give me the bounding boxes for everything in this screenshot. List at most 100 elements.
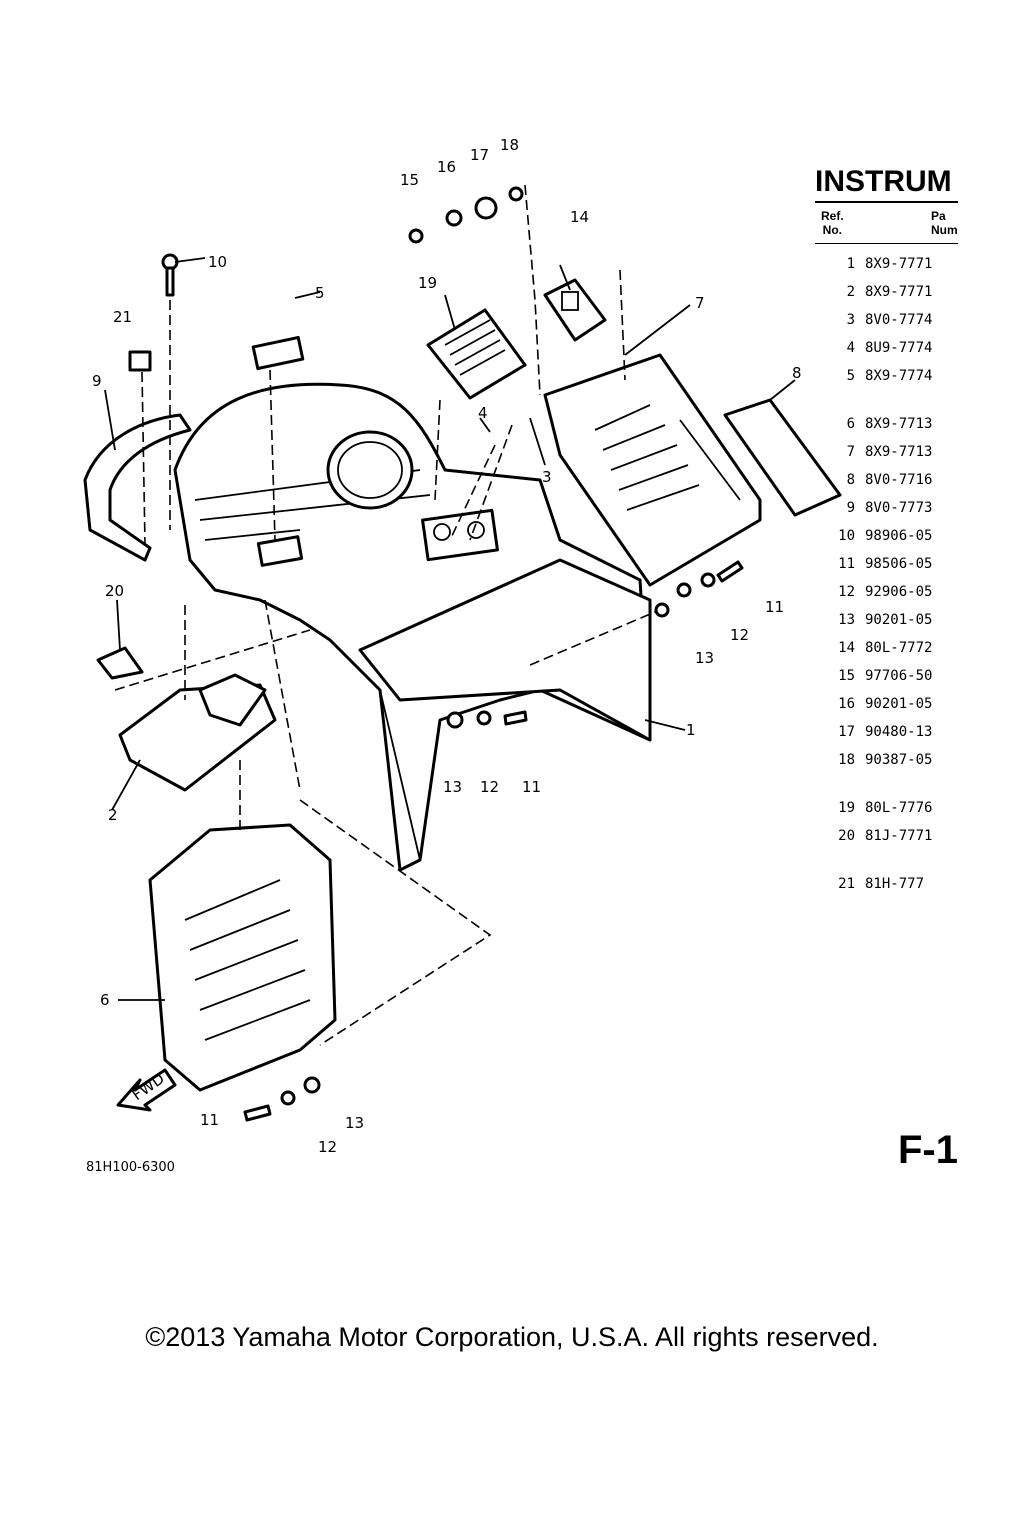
row-ref-no: 12 — [838, 584, 855, 600]
row-ref-no: 5 — [846, 368, 855, 384]
row-part-number: 98906-05 — [865, 528, 933, 544]
row-part-number: 90201-05 — [865, 696, 933, 712]
title-rule — [815, 201, 958, 203]
row-part-number: 8X9-7713 — [865, 444, 933, 460]
row-part-number: 90480-13 — [865, 724, 933, 740]
table-row: 12 92906-05 — [815, 584, 958, 600]
callout: 13 — [443, 778, 462, 796]
row-ref-no: 17 — [838, 724, 855, 740]
figure-code: 81H100-6300 — [86, 1160, 175, 1175]
clip-part — [96, 646, 144, 680]
table-row: 16 90201-05 — [815, 696, 958, 712]
callout: 8 — [792, 364, 802, 382]
row-part-number: 80L-7772 — [865, 640, 933, 656]
row-ref-no: 10 — [838, 528, 855, 544]
callout: 14 — [570, 208, 589, 226]
table-row: 20 81J-7771 — [815, 828, 958, 844]
filter-sheet — [723, 398, 842, 517]
callout: 5 — [315, 284, 325, 302]
callout: 13 — [695, 649, 714, 667]
table-header: Ref. No. Pa Num — [815, 203, 958, 243]
switch-part — [543, 278, 607, 342]
row-part-number: 97706-50 — [865, 668, 933, 684]
cover-right-louvre — [543, 353, 762, 587]
row-part-number: 8V0-7774 — [865, 312, 933, 328]
row-part-number: 98506-05 — [865, 556, 933, 572]
row-ref-no: 4 — [846, 340, 855, 356]
callout: 17 — [470, 146, 489, 164]
cap-part — [251, 335, 305, 371]
small-cap — [128, 350, 152, 372]
header-ref-no: Ref. No. — [821, 209, 844, 237]
callout: 11 — [765, 598, 784, 616]
header-part-number: Pa Num — [931, 209, 958, 237]
row-ref-no: 16 — [838, 696, 855, 712]
callout: 19 — [418, 274, 437, 292]
callout: 21 — [113, 308, 132, 326]
row-part-number: 8V0-7716 — [865, 472, 933, 488]
table-row: 14 80L-7772 — [815, 640, 958, 656]
row-ref-no: 15 — [838, 668, 855, 684]
callout: 13 — [345, 1114, 364, 1132]
row-ref-no: 9 — [846, 500, 855, 516]
table-row: 15 97706-50 — [815, 668, 958, 684]
table-row: 1 8X9-7771 — [815, 256, 958, 272]
row-ref-no: 14 — [838, 640, 855, 656]
callout: 12 — [480, 778, 499, 796]
callout: 11 — [200, 1111, 219, 1129]
forward-arrow: FWD — [116, 1068, 177, 1112]
row-ref-no: 1 — [846, 256, 855, 272]
panel-bracket — [118, 673, 277, 792]
row-ref-no: 8 — [846, 472, 855, 488]
callout: 12 — [318, 1138, 337, 1156]
row-part-number: 8X9-7774 — [865, 368, 933, 384]
fasteners — [161, 186, 744, 1122]
row-part-number: 92906-05 — [865, 584, 933, 600]
header-rule — [815, 243, 958, 244]
row-part-number: 8X9-7771 — [865, 256, 933, 272]
row-part-number: 90387-05 — [865, 752, 933, 768]
row-ref-no: 21 — [838, 876, 855, 892]
page-code: F-1 — [898, 1128, 958, 1172]
callout: 11 — [522, 778, 541, 796]
row-ref-no: 18 — [838, 752, 855, 768]
callout-labels: 1 2 3 4 5 6 7 8 9 10 11 11 11 12 12 12 1… — [92, 136, 802, 1156]
callout: 12 — [730, 626, 749, 644]
table-row: 18 90387-05 — [815, 752, 958, 768]
row-part-number: 8V0-7773 — [865, 500, 933, 516]
table-row: 10 98906-05 — [815, 528, 958, 544]
callout: 10 — [208, 253, 227, 271]
label-plate — [426, 308, 527, 400]
callout: 2 — [108, 806, 118, 824]
callout: 16 — [437, 158, 456, 176]
instrument-panel-body — [173, 382, 652, 872]
row-ref-no: 6 — [846, 416, 855, 432]
callout: 18 — [500, 136, 519, 154]
row-ref-no: 19 — [838, 800, 855, 816]
table-row: 4 8U9-7774 — [815, 340, 958, 356]
table-row: 5 8X9-7774 — [815, 368, 958, 384]
row-ref-no: 13 — [838, 612, 855, 628]
table-row: 9 8V0-7773 — [815, 500, 958, 516]
row-part-number: 81J-7771 — [865, 828, 933, 844]
row-ref-no: 20 — [838, 828, 855, 844]
copyright-notice: ©2013 Yamaha Motor Corporation, U.S.A. A… — [145, 1322, 879, 1352]
row-ref-no: 2 — [846, 284, 855, 300]
assembly-lines — [114, 184, 656, 1046]
row-part-number: 80L-7776 — [865, 800, 933, 816]
callout: 15 — [400, 171, 419, 189]
cover-lower-louvre — [148, 823, 337, 1092]
callout: 6 — [100, 991, 110, 1009]
cover-left-hood — [83, 413, 192, 562]
row-part-number: 8U9-7774 — [865, 340, 933, 356]
